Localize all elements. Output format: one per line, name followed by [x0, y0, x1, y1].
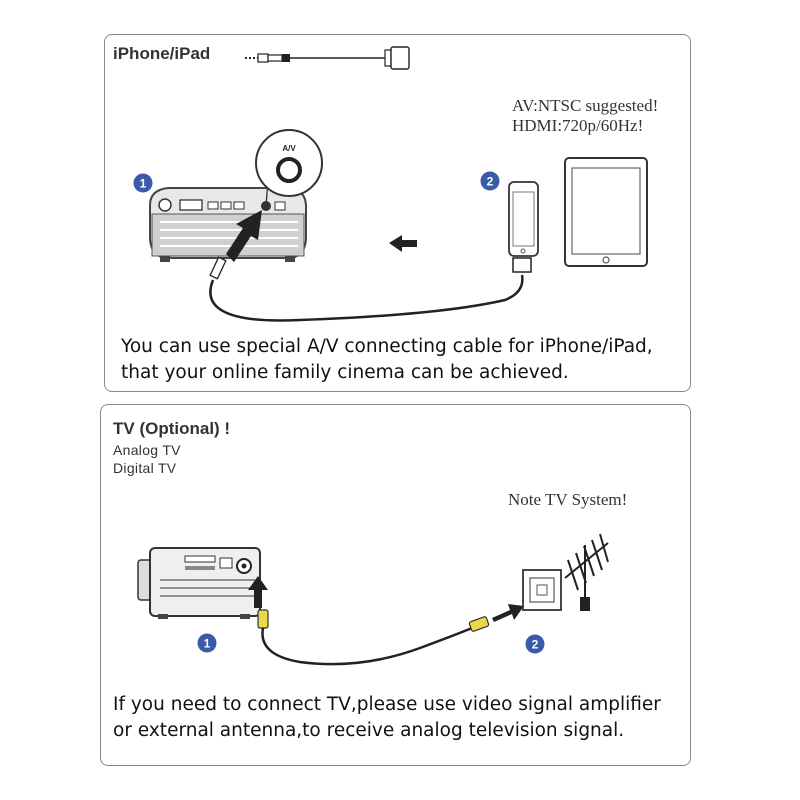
hdmi-note: HDMI:720p/60Hz! — [512, 116, 644, 135]
iphone-icon — [508, 181, 539, 257]
projector-icon — [149, 187, 307, 262]
analog-tv-label: Analog TV — [113, 442, 181, 458]
tv-caption-line2: or external antenna,to receive analog te… — [113, 720, 625, 741]
ipad-icon — [564, 157, 648, 267]
ipad-panel-title: iPhone/iPad — [113, 44, 211, 63]
av-ntsc-note: AV:NTSC suggested! — [512, 96, 659, 115]
digital-tv-label: Digital TV — [113, 460, 177, 476]
projector-icon — [137, 547, 261, 619]
antenna-icon — [522, 569, 562, 611]
step-2-number: 2 — [487, 175, 494, 189]
step-2-number: 2 — [532, 638, 539, 652]
av-port-icon — [255, 129, 323, 207]
cable-icon — [209, 256, 532, 322]
step-2-badge — [525, 634, 545, 654]
tv-system-note: Note TV System! — [508, 490, 628, 509]
step-2-badge — [480, 171, 500, 191]
arrow-icon — [492, 604, 524, 622]
step-1-badge — [133, 173, 153, 193]
av-port-label: A/V — [282, 144, 296, 153]
ipad-caption-line1: You can use special A/V connecting cable… — [121, 336, 653, 357]
arrow-icon — [248, 576, 268, 608]
cable-icon — [257, 609, 490, 666]
ipad-caption-line2: that your online family cinema can be ac… — [121, 362, 569, 383]
tv-caption-line1: If you need to connect TV,please use vid… — [113, 694, 661, 715]
step-1-number: 1 — [140, 177, 147, 191]
step-1-badge — [197, 633, 217, 653]
cable-icon — [245, 46, 410, 70]
tv-panel-title: TV (Optional) ! — [113, 419, 231, 438]
antenna-icon — [564, 533, 609, 611]
step-1-number: 1 — [204, 637, 211, 651]
arrow-icon — [389, 235, 417, 252]
arrow-icon — [226, 210, 262, 262]
